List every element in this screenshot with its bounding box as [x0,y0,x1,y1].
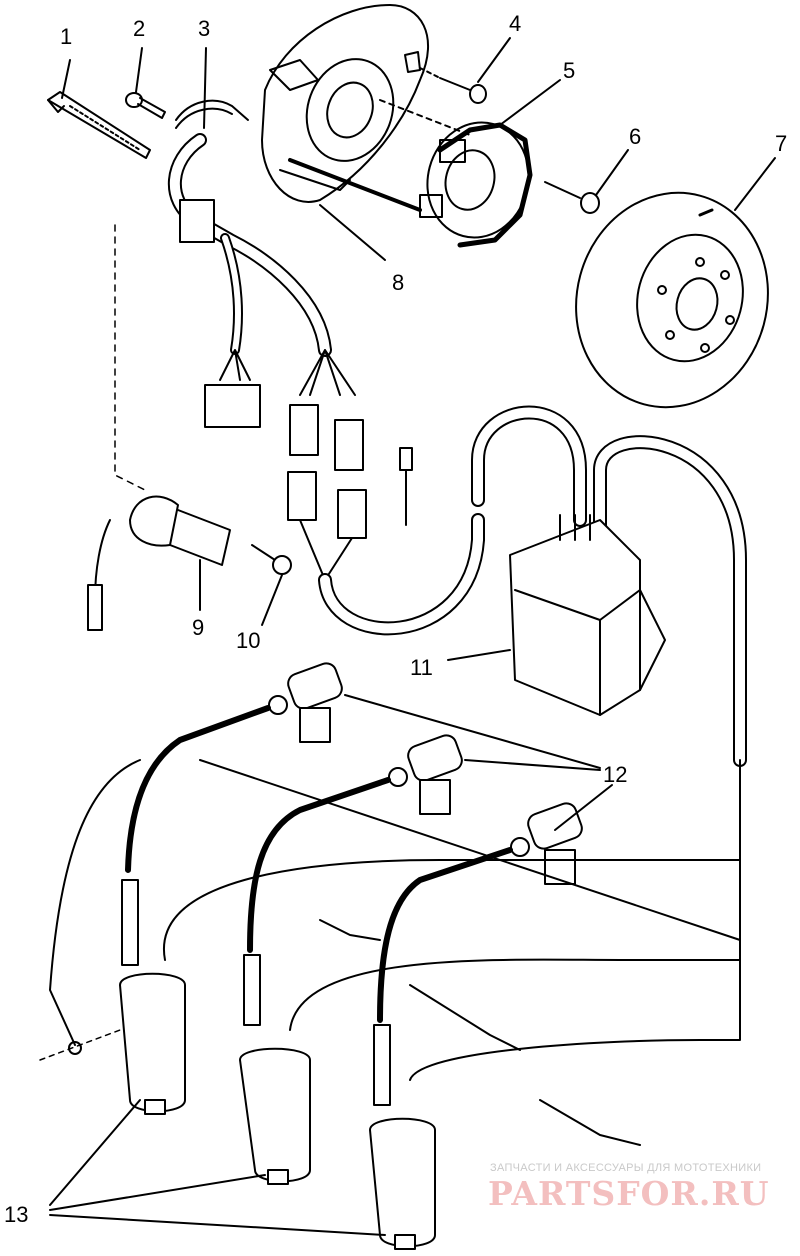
callout-8: 8 [392,270,405,295]
callout-12: 12 [603,762,628,787]
callout-13: 13 [4,1202,29,1227]
callout-11: 11 [410,655,433,680]
cable-tie [47,59,151,159]
watermark-tagline: ЗАПЧАСТИ И АКСЕССУАРЫ ДЛЯ МОТОТЕХНИКИ [490,1162,762,1174]
callout-2: 2 [133,16,146,41]
callout-10: 10 [236,628,261,653]
callout-9: 9 [192,615,205,640]
screw-part-2 [125,47,166,119]
sensor-bracket [87,495,231,631]
callout-3: 3 [198,16,211,41]
watermark-brand: PARTSFOR.RU [488,1174,770,1213]
callout-7: 7 [775,131,788,156]
screw-part-10 [251,544,292,626]
callout-1: 1 [60,24,73,49]
callout-4: 4 [509,11,522,36]
stator-harness [167,133,422,581]
stator-plate [261,4,430,203]
screw-part-6 [544,149,629,214]
callout-5: 5 [563,58,576,83]
screw-part-4 [419,37,511,104]
stator-coil [379,79,561,248]
flywheel [575,157,776,409]
spark-plug-caps [268,662,613,885]
regulator-harness [318,405,747,767]
voltage-regulator [447,514,666,716]
wire-clamp [175,47,249,129]
ignition-coils [39,705,741,1250]
callout-6: 6 [629,124,642,149]
